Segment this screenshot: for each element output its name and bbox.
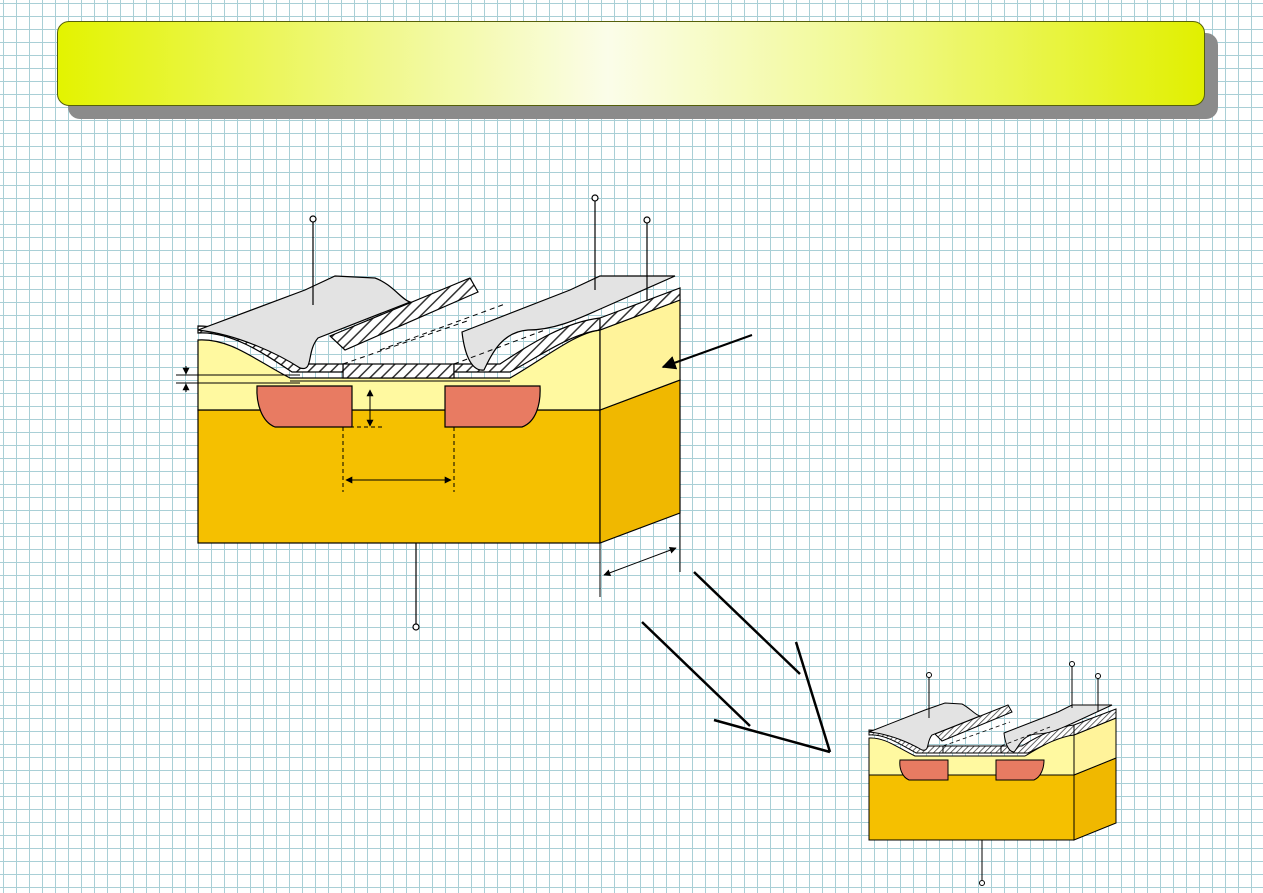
scaling-arrow-icon bbox=[641, 571, 832, 754]
small-depth-line-1 bbox=[942, 721, 1011, 747]
large-depth-line-2 bbox=[453, 329, 546, 365]
large-depth-line-3 bbox=[379, 303, 506, 351]
small-source-diffusion bbox=[899, 759, 949, 781]
large-source-diffusion bbox=[256, 385, 353, 428]
large-drain-diffusion bbox=[444, 385, 541, 428]
large-source-metal bbox=[197, 275, 412, 370]
large-terminals bbox=[309, 194, 651, 631]
oxide-pointer-arrow bbox=[661, 334, 753, 370]
small-gate-poly-strip bbox=[934, 704, 1013, 742]
small-substrate-terminal-icon bbox=[979, 880, 985, 886]
small-drain-diffusion bbox=[995, 759, 1045, 781]
small-gate-poly-front bbox=[942, 745, 1002, 754]
small-mosfet bbox=[868, 702, 1117, 841]
drain-terminal-icon bbox=[591, 194, 599, 202]
small-drain-terminal-icon bbox=[1069, 661, 1075, 667]
source-terminal-icon bbox=[643, 216, 651, 224]
large-dimensions bbox=[176, 334, 753, 597]
small-drain-metal bbox=[1003, 704, 1113, 753]
small-depth-line-2 bbox=[1000, 726, 1051, 747]
small-gate-terminal-icon bbox=[926, 672, 932, 678]
large-mosfet bbox=[197, 275, 681, 544]
gate-terminal-icon bbox=[309, 215, 317, 223]
large-drain-metal bbox=[461, 275, 676, 371]
large-poly-top-right bbox=[599, 287, 681, 331]
small-source-metal bbox=[868, 702, 982, 751]
large-gate-poly-front bbox=[342, 363, 455, 379]
small-terminals bbox=[926, 661, 1101, 886]
small-poly-top-right bbox=[1073, 708, 1117, 736]
substrate-terminal-icon bbox=[412, 623, 420, 631]
title-banner bbox=[57, 21, 1205, 106]
channel-width-arrow bbox=[603, 546, 677, 577]
large-depth-line-1 bbox=[342, 319, 471, 365]
large-substrate-front bbox=[197, 409, 601, 544]
small-substrate-front bbox=[868, 774, 1075, 841]
large-gate-poly-strip bbox=[328, 277, 479, 351]
small-source-terminal-icon bbox=[1095, 673, 1101, 679]
